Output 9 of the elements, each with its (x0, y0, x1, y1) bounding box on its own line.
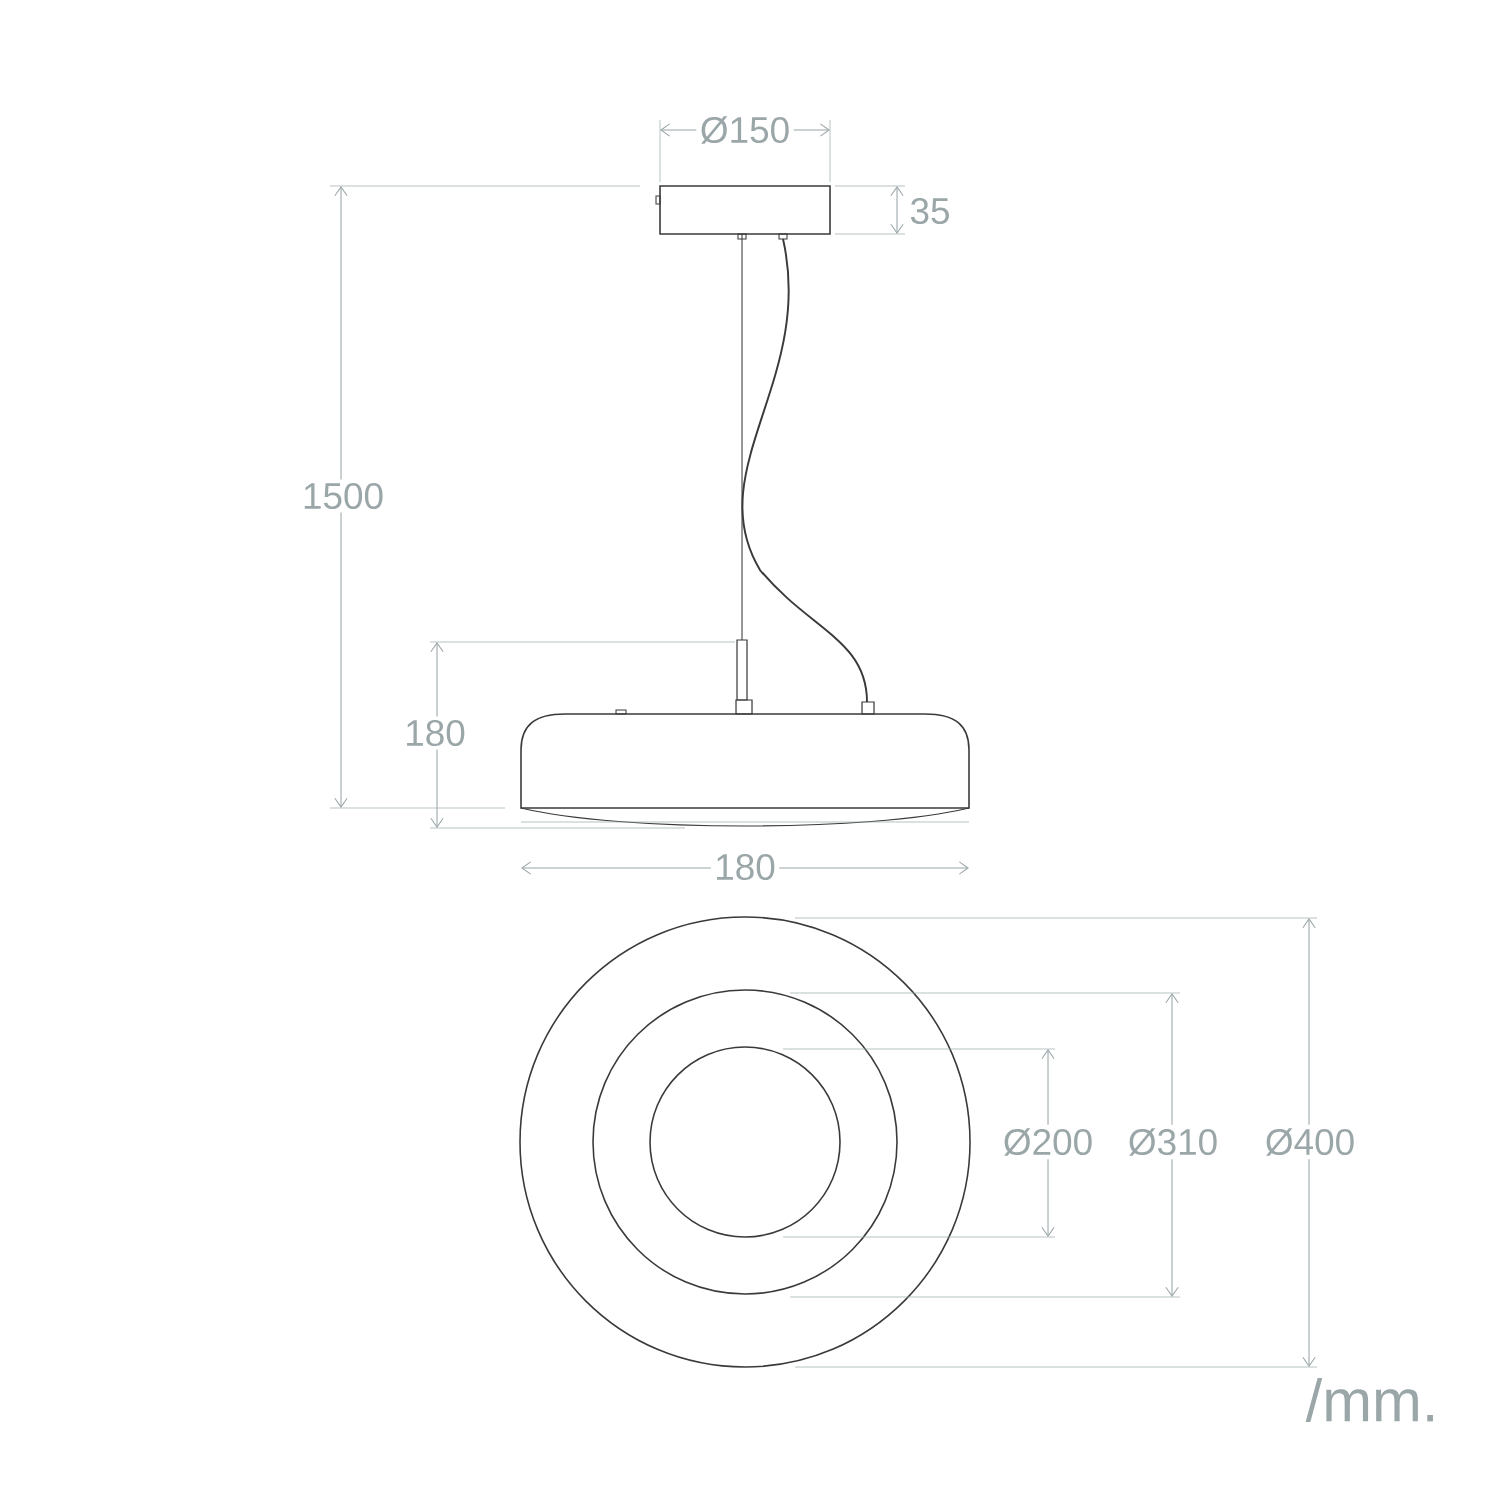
dimension-label: Ø200 (999, 1124, 1097, 1160)
dimension-label: 180 (710, 850, 780, 884)
dimension-label: 35 (905, 194, 955, 228)
dimension-label: Ø150 (696, 112, 794, 148)
dimension-label: 1500 (298, 479, 388, 513)
dimension-label: Ø310 (1124, 1124, 1222, 1160)
dimension-label: 180 (400, 716, 470, 750)
unit-label: /mm. (1305, 1378, 1433, 1422)
dimension-label: Ø400 (1261, 1124, 1359, 1160)
